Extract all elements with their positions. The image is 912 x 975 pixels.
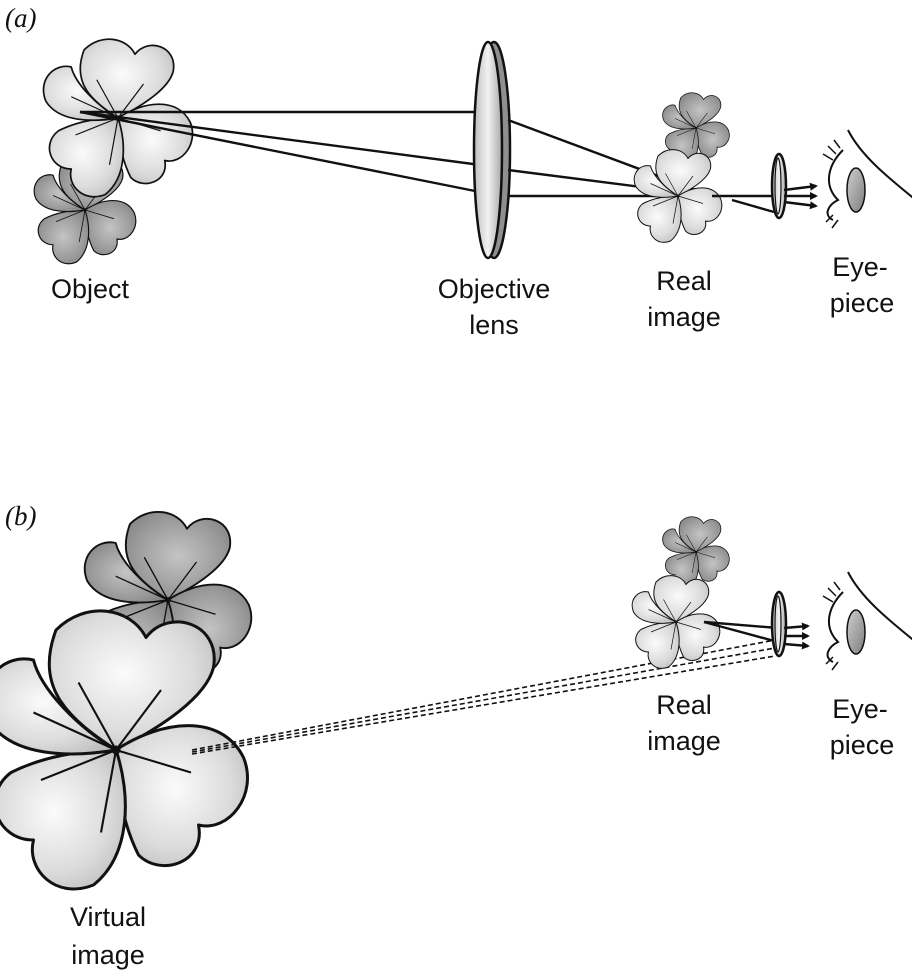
ray-object-mid: [79, 110, 489, 168]
label-real-a-line2: image: [647, 302, 721, 332]
eyepiece-lens-icon-b: [770, 590, 788, 658]
eye-icon-a: [822, 129, 912, 229]
ray-object-bottom: [79, 110, 491, 196]
label-object: Object: [51, 274, 130, 304]
dashed-ray-2: [191, 647, 776, 753]
virtual-flower-front: [0, 609, 249, 891]
ray-to-eyepiece-a2: [731, 198, 775, 214]
label-real-b-line2: image: [647, 726, 721, 756]
label-eyepiece-a-line1: Eye-: [832, 252, 888, 282]
eyepiece-lens-icon-a: [770, 152, 788, 220]
dashed-ray-3: [191, 655, 776, 755]
arrow-a-1: [783, 182, 818, 192]
ray-to-eyepiece-b2: [703, 620, 779, 644]
objective-lens-icon: [472, 40, 512, 260]
panel-b-tag: (b): [5, 501, 36, 531]
label-real-b-line1: Real: [656, 690, 712, 720]
eye-icon-b: [822, 571, 912, 671]
label-eyepiece-b-line2: piece: [830, 730, 895, 760]
label-objective-line2: lens: [469, 310, 519, 340]
label-objective-line1: Objective: [438, 274, 551, 304]
label-real-a-line1: Real: [656, 266, 712, 296]
arrow-a-3: [783, 200, 818, 210]
dashed-ray-1: [191, 639, 776, 751]
label-eyepiece-a-line2: piece: [830, 288, 895, 318]
arrow-b-1: [783, 622, 810, 631]
label-eyepiece-b-line1: Eye-: [832, 694, 888, 724]
panel-a-tag: (a): [5, 3, 36, 33]
label-virtual-line2: image: [71, 940, 145, 970]
ray-to-eyepiece-b1: [703, 620, 779, 630]
label-virtual-line1: Virtual: [70, 902, 146, 932]
arrow-b-3: [783, 641, 810, 650]
